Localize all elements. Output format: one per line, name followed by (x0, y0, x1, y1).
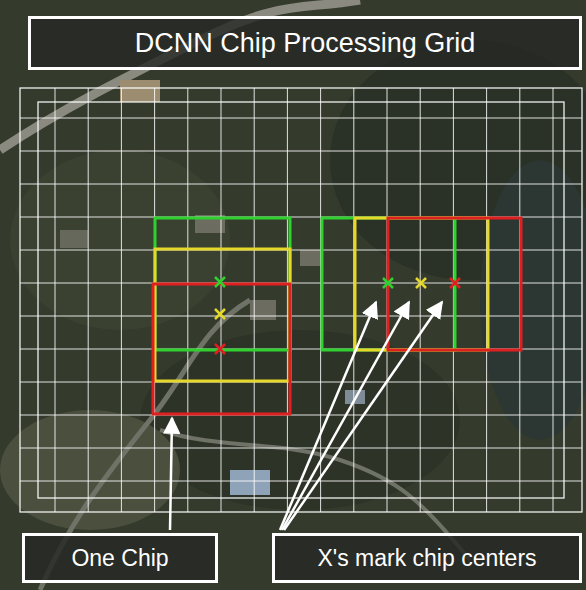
building (230, 470, 270, 495)
building (300, 250, 322, 266)
callout-box: One Chip (22, 533, 218, 583)
chip-outline (153, 284, 290, 414)
center-mark (215, 309, 225, 319)
chip-outlines (153, 218, 521, 414)
x-mark (450, 278, 460, 288)
grid-lines (20, 88, 582, 512)
callout-box: X's mark chip centers (272, 533, 582, 583)
building (60, 230, 88, 248)
clearing (120, 80, 160, 102)
center-mark (215, 277, 225, 287)
grid-frame (38, 102, 564, 498)
grid-frame (20, 88, 582, 512)
grid-line (20, 118, 582, 119)
center-mark (383, 278, 393, 288)
grid-line (20, 283, 582, 284)
leader-arrow (170, 418, 172, 530)
chip-centers (215, 277, 460, 354)
leader-arrow (282, 302, 409, 530)
grid-line (20, 151, 582, 152)
chip-outline (388, 218, 521, 350)
water (480, 160, 586, 440)
forest (10, 150, 230, 330)
center-mark (215, 344, 225, 354)
grid-line (20, 316, 582, 317)
chip-outline (155, 249, 290, 381)
grid-line (20, 415, 582, 416)
x-mark (383, 278, 393, 288)
grid-line (20, 448, 582, 449)
road (40, 300, 250, 590)
x-mark (215, 344, 225, 354)
grid-line (20, 382, 582, 383)
center-mark (450, 278, 460, 288)
grid-line (20, 184, 582, 185)
leader-arrow (284, 302, 442, 530)
grid-line (20, 250, 582, 251)
title-box: DCNN Chip Processing Grid (28, 16, 582, 70)
title: DCNN Chip Processing Grid (135, 28, 476, 59)
center-mark (416, 278, 426, 288)
x-mark (215, 277, 225, 287)
x-mark (416, 278, 426, 288)
callout-label: X's mark chip centers (317, 545, 536, 572)
x-mark (215, 309, 225, 319)
callout-label: One Chip (71, 545, 168, 572)
leader-arrows (170, 302, 442, 530)
